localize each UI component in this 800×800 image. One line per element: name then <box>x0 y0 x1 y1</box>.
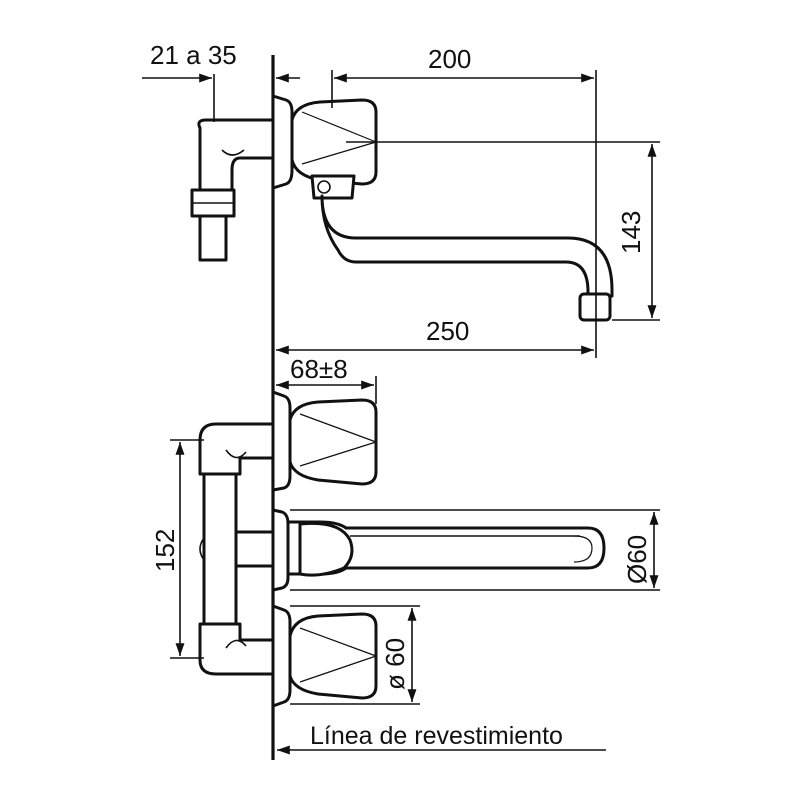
dim-center-distance: 152 <box>150 439 204 659</box>
dim-inlet-offset: 21 a 35 <box>142 40 300 122</box>
spout-swivel <box>298 521 354 577</box>
rosette-diameter-right-label: Ø60 <box>622 535 652 584</box>
handle-projection-label: 68±8 <box>290 354 348 384</box>
spout-reach-label: 200 <box>428 44 471 74</box>
dim-rosette-diameter-bottom: ø 60 <box>290 605 420 705</box>
inlet-elbow-upper <box>198 422 275 476</box>
wall-rosette-top <box>271 94 294 190</box>
dim-handle-projection: 68±8 <box>276 354 377 404</box>
handle-top <box>290 98 378 186</box>
spout-side <box>320 194 614 298</box>
handle-upper <box>288 398 378 486</box>
handle-lower <box>288 612 378 700</box>
side-view <box>190 94 614 322</box>
inlet-offset-label: 21 a 35 <box>150 40 237 70</box>
dim-spout-height: 143 <box>346 141 660 321</box>
wall-rosette-middle <box>271 508 290 592</box>
plan-view <box>198 390 606 708</box>
inlet-connector <box>190 118 275 262</box>
finish-line-caption: Línea de revestimiento <box>310 722 563 750</box>
overall-length-label: 250 <box>426 316 469 346</box>
center-tee <box>234 530 275 568</box>
wall-rosette-upper <box>271 390 292 492</box>
center-distance-label: 152 <box>150 529 180 572</box>
dim-overall-length: 250 <box>276 316 594 355</box>
inlet-elbow-lower <box>198 622 275 676</box>
spout-height-label: 143 <box>616 211 646 254</box>
connecting-pipe <box>202 472 238 626</box>
rosette-diameter-bottom-label: ø 60 <box>380 638 410 690</box>
wall-rosette-lower <box>271 604 292 708</box>
aerator <box>578 292 612 322</box>
dim-rosette-diameter-right: Ø60 <box>290 509 660 591</box>
dim-spout-reach: 200 <box>331 44 597 358</box>
finish-line-callout: Línea de revestimiento <box>277 722 606 755</box>
